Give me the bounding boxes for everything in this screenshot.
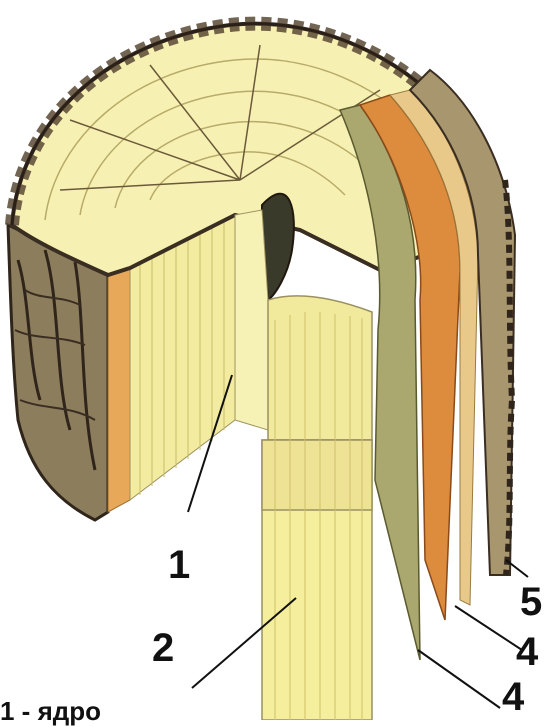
left-sapwood-band	[108, 268, 130, 512]
label-4-upper: 4	[516, 632, 538, 672]
label-4-lower: 4	[502, 677, 524, 717]
caption-legend: 1 - ядро	[0, 696, 101, 727]
heartwood-front	[235, 210, 268, 430]
label-2: 2	[152, 628, 174, 668]
label-1: 1	[168, 545, 190, 585]
label-5: 5	[520, 582, 542, 622]
sapwood-plank	[262, 296, 372, 720]
